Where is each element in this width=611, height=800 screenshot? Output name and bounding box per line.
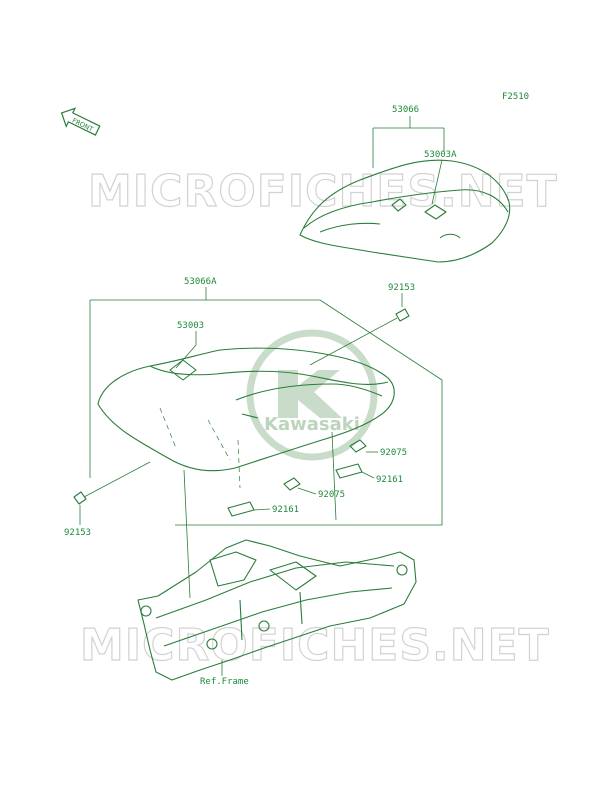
leader-92161-b — [253, 508, 271, 511]
leader-53003A — [431, 159, 443, 205]
leader-53066 — [372, 116, 445, 168]
rear-seat-part — [299, 159, 511, 263]
clip-92161-b — [227, 501, 255, 517]
label-53003: 53003 — [177, 321, 204, 331]
figure-code: F2510 — [502, 92, 529, 102]
label-92161-a: 92161 — [376, 475, 403, 485]
leader-92075-b — [297, 487, 317, 495]
label-92075-a: 92075 — [380, 448, 407, 458]
label-92075-b: 92075 — [318, 490, 345, 500]
bumper-92075-a — [349, 439, 367, 453]
ref-frame-part — [137, 539, 417, 681]
label-92153-top: 92153 — [388, 283, 415, 293]
label-53066: 53066 — [392, 105, 419, 115]
watermark-bottom: MICROFICHES.NET — [80, 620, 550, 671]
label-53066A: 53066A — [184, 277, 217, 287]
front-seat-part — [97, 347, 395, 489]
logo-text: Kawasaki — [264, 414, 360, 435]
label-53003A: 53003A — [424, 150, 457, 160]
screw-92153-left — [73, 461, 151, 505]
leader-53066A — [89, 287, 443, 526]
label-92153-left: 92153 — [64, 528, 91, 538]
front-arrow-icon: FRONT — [60, 107, 101, 136]
label-ref-frame: Ref.Frame — [200, 677, 249, 687]
bumper-92075-b — [283, 477, 301, 491]
clip-92161-a — [335, 463, 363, 479]
screw-92153-top — [309, 308, 410, 366]
label-92161-b: 92161 — [272, 505, 299, 515]
leader-53003 — [175, 331, 197, 369]
leader-92161-a — [361, 471, 375, 479]
